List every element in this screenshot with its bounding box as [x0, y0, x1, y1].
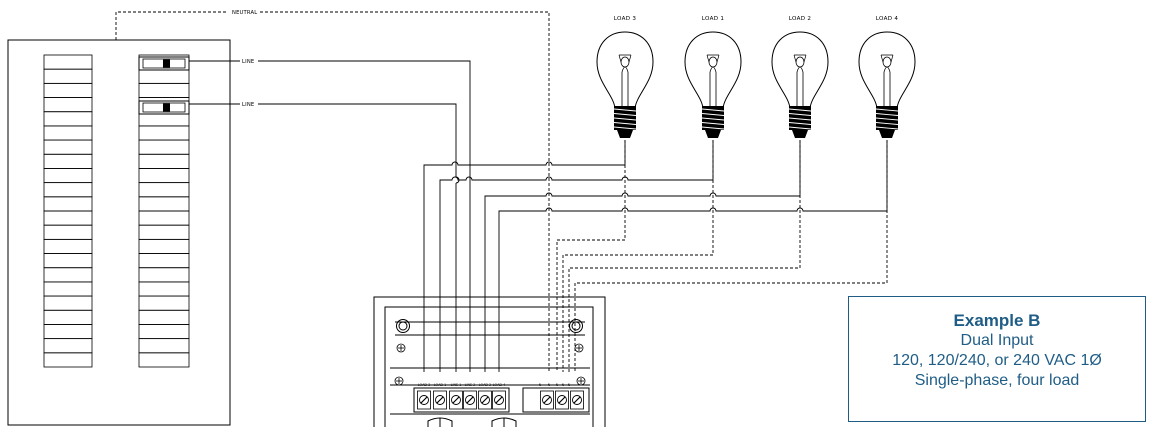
breaker-slot — [43, 253, 93, 269]
breaker-slot — [138, 196, 190, 212]
breaker-slot — [138, 210, 190, 226]
terminal-right-2 — [555, 390, 569, 410]
caption-title: Example B — [953, 311, 1041, 330]
breaker-slot — [43, 281, 93, 297]
breaker-switch-1 — [138, 56, 190, 71]
breaker-slot — [43, 68, 93, 84]
terminal-right-3 — [570, 390, 584, 410]
breaker-switch-2 — [138, 100, 190, 115]
terminal-left-3: LINE 1 — [449, 383, 463, 410]
breaker-column-right — [138, 54, 190, 368]
breaker-slot — [138, 338, 190, 354]
terminal-label: LINE 2 — [465, 383, 476, 387]
breaker-slot — [43, 82, 93, 98]
caption-line-1: Dual Input — [960, 332, 1034, 349]
neutral-label: NEUTRAL — [232, 10, 257, 16]
breaker-slot — [138, 295, 190, 311]
light-bulb-3: LOAD 2 — [771, 16, 829, 138]
breaker-slot — [43, 153, 93, 169]
conduit-fitting-right — [491, 417, 517, 427]
light-bulb-4: LOAD 4 — [858, 16, 916, 138]
breaker-slot — [138, 168, 190, 184]
breaker-slot — [43, 267, 93, 283]
line-label-2: LINE — [242, 102, 254, 108]
breaker-slot — [138, 68, 190, 84]
breaker-slot — [138, 139, 190, 155]
terminal-left-1: LOAD 3 — [417, 383, 431, 410]
example-caption-box: Example B Dual Input 120, 120/240, or 24… — [848, 296, 1146, 422]
line-wires — [189, 60, 471, 372]
terminal-neutral-label: N — [548, 383, 551, 387]
breaker-panel — [7, 39, 231, 426]
breaker-slot — [43, 309, 93, 325]
load-bulbs: LOAD 3 LOAD 1 LOAD 2 LOAD 4 — [596, 16, 916, 138]
breaker-slot — [138, 182, 190, 198]
breaker-slot — [43, 196, 93, 212]
screw-top-left — [396, 343, 406, 353]
breaker-slot — [138, 253, 190, 269]
terminal-neutral-label: N — [562, 383, 565, 387]
terminal-label: LOAD 4 — [493, 383, 506, 387]
breaker-slot — [43, 139, 93, 155]
terminal-left-5: LOAD 2 — [478, 383, 492, 410]
caption-line-3: Single-phase, four load — [914, 372, 1080, 389]
mounting-hole-left — [396, 319, 410, 333]
breaker-slot — [43, 168, 93, 184]
screw-bottom-left — [394, 376, 404, 386]
breaker-slot — [138, 309, 190, 325]
terminal-label: LINE 1 — [451, 383, 462, 387]
screw-bottom-right — [576, 376, 586, 386]
breaker-slot — [138, 324, 190, 340]
breaker-slot — [43, 54, 93, 70]
breaker-column-left — [43, 54, 93, 368]
terminal-label: LOAD 3 — [418, 383, 431, 387]
terminal-label: LOAD 2 — [479, 383, 492, 387]
load-return-wires — [556, 140, 888, 372]
breaker-slot — [43, 125, 93, 141]
breaker-slot — [138, 125, 190, 141]
breaker-slot — [43, 111, 93, 127]
terminal-neutral-label: N — [556, 383, 559, 387]
load-label: LOAD 1 — [702, 16, 725, 22]
conduit-fitting-left — [427, 417, 453, 427]
breaker-slot — [43, 352, 93, 368]
terminal-left-6: LOAD 4 — [492, 383, 506, 410]
mounting-hole-right — [569, 319, 583, 333]
breaker-slot — [138, 267, 190, 283]
load-label: LOAD 4 — [876, 16, 899, 22]
breaker-slot — [43, 295, 93, 311]
controller-housing — [373, 296, 606, 427]
breaker-slot — [43, 224, 93, 240]
line-label-1: LINE — [242, 59, 254, 65]
breaker-slot — [138, 352, 190, 368]
screw-top-right — [574, 343, 584, 353]
breaker-slot — [43, 182, 93, 198]
breaker-slot — [138, 281, 190, 297]
light-bulb-1: LOAD 3 — [596, 16, 654, 138]
breaker-slot — [138, 238, 190, 254]
load-label: LOAD 2 — [789, 16, 812, 22]
neutral-wire — [115, 11, 550, 372]
terminal-left-4: LINE 2 — [463, 383, 477, 410]
terminal-right-1 — [540, 390, 554, 410]
breaker-slot — [43, 324, 93, 340]
terminal-label: LOAD 1 — [434, 383, 447, 387]
breaker-slot — [138, 153, 190, 169]
terminal-left-2: LOAD 1 — [433, 383, 447, 410]
load-supply-wires — [423, 140, 888, 372]
breaker-slot — [138, 224, 190, 240]
breaker-slot — [43, 210, 93, 226]
light-bulb-2: LOAD 1 — [684, 16, 742, 138]
load-label: LOAD 3 — [614, 16, 637, 22]
breaker-slot — [43, 338, 93, 354]
breaker-slot — [43, 238, 93, 254]
breaker-slot — [43, 97, 93, 113]
terminal-neutral-label: N — [539, 383, 542, 387]
breaker-slot — [138, 82, 190, 98]
terminal-neutral-label: N — [568, 383, 571, 387]
caption-line-2: 120, 120/240, or 240 VAC 1Ø — [892, 352, 1102, 369]
